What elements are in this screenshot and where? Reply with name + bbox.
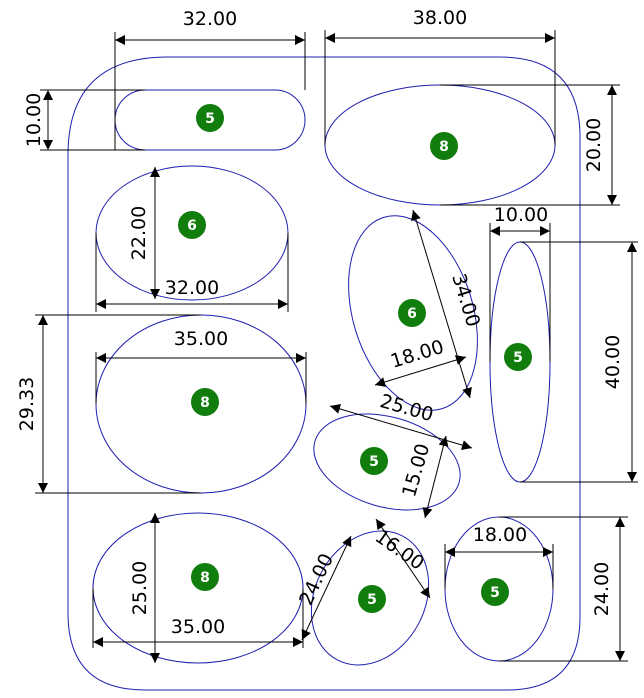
dimension-label: 24.00 (591, 562, 613, 616)
dimension-width: 38.00 (324, 7, 556, 145)
dimension-height: 40.00 (520, 241, 638, 483)
dimension-height: 22.00 (128, 167, 160, 299)
dimension-label: 32.00 (183, 8, 237, 30)
count-badge: 8 (189, 561, 221, 593)
svg-text:5: 5 (490, 585, 500, 601)
ellipse-left-large: 35.00 29.33 8 (16, 314, 307, 494)
dimension-label: 18.00 (388, 336, 446, 373)
dimension-label: 22.00 (128, 206, 150, 260)
ellipse-bottom-right: 18.00 24.00 5 (444, 516, 628, 662)
slot-top-left: 32.00 10.00 5 (23, 8, 306, 151)
dimension-width: 10.00 (489, 204, 551, 362)
dimension-width: 18.00 (374, 336, 467, 387)
count-badge: 5 (194, 102, 226, 134)
count-badge: 5 (479, 576, 511, 608)
dimension-height: 15.00 (398, 435, 449, 519)
dimension-height: 10.00 (23, 89, 145, 151)
count-badge: 5 (356, 583, 388, 615)
svg-text:5: 5 (367, 592, 377, 608)
count-badge: 6 (396, 297, 428, 329)
dimension-label: 34.00 (447, 271, 484, 329)
count-badge: 6 (176, 209, 208, 241)
count-badge: 5 (358, 445, 390, 477)
count-badge: 8 (428, 130, 460, 162)
dimension-label: 20.00 (583, 118, 605, 172)
dimension-label: 16.00 (371, 525, 428, 574)
svg-text:8: 8 (200, 395, 210, 411)
dimension-height: 29.33 (16, 314, 201, 494)
dimension-width: 35.00 (92, 588, 304, 648)
dimension-label: 10.00 (494, 204, 548, 226)
ellipse-bottom-left: 25.00 35.00 8 (92, 512, 304, 664)
dimension-label: 35.00 (174, 328, 228, 350)
svg-text:5: 5 (205, 111, 215, 127)
ellipse-bottom-center: 24.00 16.00 5 (295, 518, 431, 666)
dimension-label: 32.00 (165, 277, 219, 299)
dimension-label: 15.00 (398, 441, 434, 499)
dimension-label: 10.00 (23, 93, 45, 147)
svg-text:6: 6 (407, 306, 417, 322)
dimension-width: 35.00 (95, 328, 307, 404)
svg-text:5: 5 (369, 454, 379, 470)
svg-text:8: 8 (200, 570, 210, 586)
ellipse-center-tilted: 34.00 18.00 6 (348, 209, 484, 411)
dimension-width: 32.00 (114, 8, 306, 150)
ellipse-top-right: 38.00 20.00 8 (324, 7, 620, 206)
plate-outline (67, 56, 581, 691)
svg-text:8: 8 (439, 139, 449, 155)
dimension-width: 18.00 (444, 524, 554, 589)
ellipse-center-small: 25.00 15.00 5 (313, 390, 473, 519)
dimension-label: 35.00 (171, 616, 225, 638)
dimension-height: 25.00 (129, 513, 160, 663)
svg-text:5: 5 (513, 350, 523, 366)
dimension-label: 38.00 (413, 7, 467, 29)
ellipse-mid-left: 22.00 32.00 6 (95, 165, 289, 312)
dimension-label: 40.00 (602, 335, 624, 389)
dimension-height: 20.00 (440, 84, 620, 206)
dimension-height: 24.00 (499, 516, 628, 662)
dimension-label: 24.00 (295, 550, 338, 609)
dimension-width: 32.00 (95, 233, 289, 312)
ellipse-right-tall: 10.00 40.00 5 (489, 204, 638, 483)
count-badge: 8 (189, 386, 221, 418)
dimension-label: 25.00 (129, 561, 151, 615)
svg-text:6: 6 (187, 218, 197, 234)
dimension-label: 29.33 (16, 377, 38, 431)
dimension-label: 18.00 (473, 524, 527, 546)
count-badge: 5 (502, 341, 534, 373)
